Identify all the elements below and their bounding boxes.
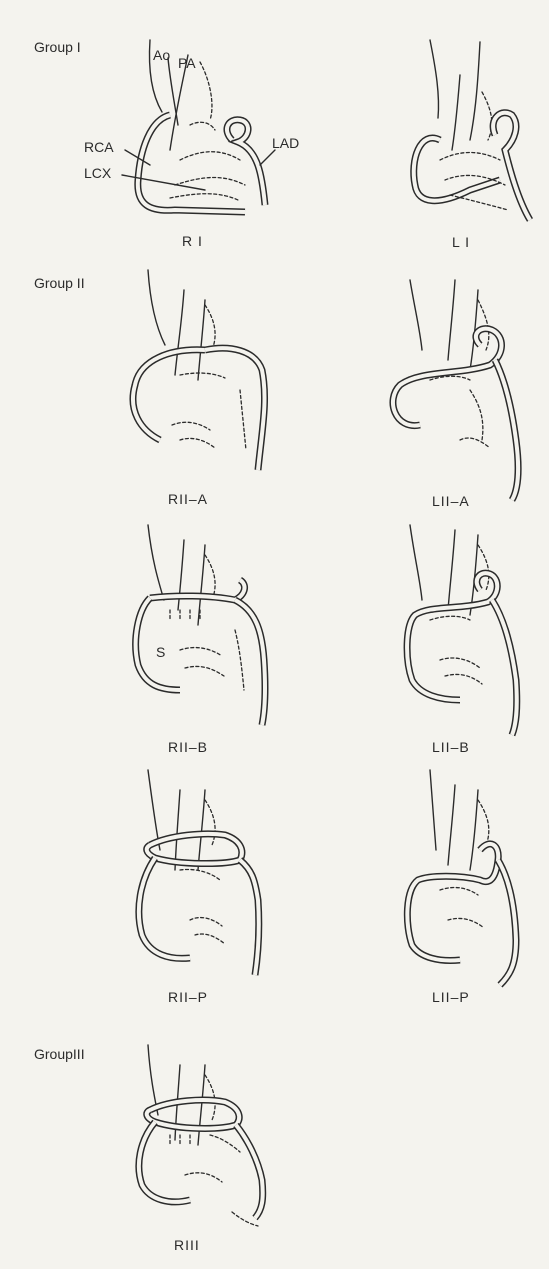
caption-r2a: RII–A xyxy=(168,491,208,507)
caption-r2p: RII–P xyxy=(168,989,208,1005)
diagram-r2p: RII–P xyxy=(139,770,259,1005)
caption-l2b: LII–B xyxy=(432,739,470,755)
caption-r1: R I xyxy=(182,233,203,249)
ao-label: Ao xyxy=(153,47,170,63)
lad-vessel xyxy=(227,120,265,205)
caption-r3: RIII xyxy=(174,1237,200,1253)
group-2-label: Group II xyxy=(34,275,85,291)
rca-a-vessel xyxy=(133,350,205,440)
diagram-r2a: RII–A xyxy=(133,270,265,507)
loop-vessel xyxy=(414,138,500,201)
diagram-r1: Ao PA RCA LAD LCX R I xyxy=(84,40,299,249)
l2p-loop-vessel xyxy=(407,844,498,961)
s-label: S xyxy=(156,644,165,660)
lcx-label: LCX xyxy=(84,165,112,181)
r2p-ring-vessel xyxy=(147,834,242,864)
r2p-lad-vessel xyxy=(240,860,259,975)
pa-label: PA xyxy=(178,55,196,71)
r3-ring-vessel xyxy=(147,1100,239,1128)
diagram-l1: L I xyxy=(414,40,530,250)
diagram-l2b: LII–B xyxy=(407,525,517,755)
lad-a-vessel xyxy=(205,348,265,470)
caption-l2a: LII–A xyxy=(432,493,470,509)
r3-rca-vessel xyxy=(139,1122,190,1202)
l2a-lad-vessel xyxy=(495,360,518,500)
group-3-label: GroupIII xyxy=(34,1046,85,1062)
diagram-l2a: LII–A xyxy=(393,280,518,509)
lad-label: LAD xyxy=(272,135,299,151)
diagram-r3: RIII xyxy=(139,1045,263,1253)
caption-r2b: RII–B xyxy=(168,739,208,755)
r2b-upper-vessel xyxy=(150,580,245,600)
l2a-loop-vessel xyxy=(393,329,502,426)
r2b-lad-vessel xyxy=(235,600,265,725)
diagram-r2b: S RII–B xyxy=(136,525,265,755)
r3-lad-vessel xyxy=(236,1125,263,1218)
caption-l1: L I xyxy=(452,234,470,250)
l2p-lad-vessel xyxy=(498,860,516,985)
lad-loop-vessel xyxy=(493,113,530,220)
rca-label: RCA xyxy=(84,139,114,155)
l2b-lad-vessel xyxy=(492,600,517,735)
caption-l2p: LII–P xyxy=(432,989,470,1005)
diagram-l2p: LII–P xyxy=(407,770,516,1005)
group-1-label: Group I xyxy=(34,39,81,55)
r2p-rca-vessel xyxy=(139,858,190,958)
